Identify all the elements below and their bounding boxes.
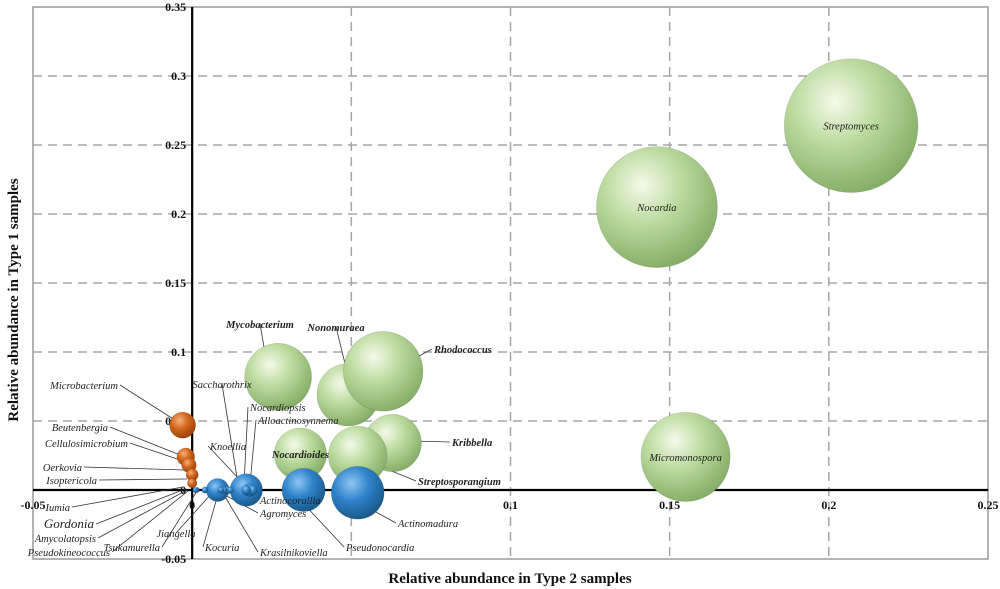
bubble-label: Nocardia (636, 203, 676, 214)
bubble-label: Saccharothrix (192, 380, 251, 391)
bubble-streptomyces (783, 58, 919, 193)
leader-line (111, 490, 189, 553)
leader-line (95, 488, 186, 525)
y-tick-label: 0.25 (165, 138, 186, 152)
bubble-label: Alloactinosynnema (257, 416, 338, 427)
bubbles (169, 58, 919, 520)
y-tick-label: 0.15 (165, 276, 186, 290)
bubble-label: Cellulosimicrobium (45, 439, 128, 450)
leader-line (207, 445, 241, 481)
bubble-micromonospora (640, 411, 731, 502)
bubble-label: Kocuria (204, 543, 239, 554)
y-tick-label: 0.3 (171, 69, 186, 83)
bubble-label: Nocardioides (271, 450, 329, 461)
bubble-microbacterium (169, 411, 197, 439)
label-leader-lines (71, 323, 451, 553)
y-tick-label: 0.35 (165, 0, 186, 14)
x-tick-label: 0.25 (978, 498, 999, 512)
leader-line (202, 493, 219, 548)
leader-line (249, 419, 257, 485)
bubble-label: Gordonia (44, 516, 95, 531)
bubble-label: Streptosporangium (418, 477, 501, 488)
leader-line (109, 426, 181, 456)
y-tick-label: 0.2 (171, 207, 186, 221)
bubble-label: Iumia (45, 503, 71, 514)
bubble-label: Rhodococcus (433, 345, 492, 356)
y-axis-title: Relative abundance in Type 1 samples (6, 178, 22, 421)
bubble-label: Nonomuraea (306, 323, 364, 334)
leader-line (71, 486, 184, 508)
bubble-label: Mycobacterium (225, 320, 294, 331)
leader-line (243, 406, 249, 485)
bubble-label: Micromonospora (648, 453, 722, 464)
x-tick-label: 0.15 (659, 498, 680, 512)
x-axis-title: Relative abundance in Type 2 samples (388, 571, 631, 587)
leader-line (175, 492, 213, 534)
leader-line (119, 384, 179, 423)
bubble-label: Tsukamurella (104, 543, 160, 554)
bubble-saccharothrix (241, 484, 252, 496)
bubble-label: Isoptericola (45, 476, 97, 487)
y-tick-label: -0.05 (161, 552, 186, 566)
bubble-label: Nocardiopsis (249, 403, 306, 414)
bubble-label: Jiangella (156, 529, 195, 540)
bubble-label: Oerkovia (43, 463, 82, 474)
leader-line (83, 466, 186, 471)
bubble-label: Microbacterium (49, 381, 118, 392)
bubble-label: Kribbella (451, 438, 492, 449)
bubble-isoptericola (186, 477, 198, 489)
bubble-mycobacterium (244, 343, 312, 411)
x-tick-label: 0 (189, 498, 195, 512)
leader-line (98, 478, 188, 481)
y-tick-label: 0.1 (171, 345, 186, 359)
leader-line (161, 490, 198, 548)
x-tick-label: -0.05 (21, 498, 46, 512)
bubble-label: Streptomyces (823, 122, 879, 133)
leader-line (223, 494, 259, 553)
bubble-label: Pseudokineococcus (27, 548, 110, 559)
bubble-actinomadura (330, 465, 385, 520)
bubble-label: Actinocorallia (259, 496, 321, 507)
x-tick-label: 0.2 (821, 498, 836, 512)
bubble-label: Knoellia (209, 442, 246, 453)
bubble-label: Amycolatopsis (34, 534, 96, 545)
leader-line (129, 442, 184, 462)
leader-line (221, 383, 239, 485)
bubble-label: Agromyces (259, 509, 306, 520)
bubble-krasilnikoviella (226, 486, 234, 494)
bubble-label: Beutenbergia (52, 423, 108, 434)
bubble-label: Krasilnikoviella (259, 548, 328, 559)
bubble-iumia (192, 487, 199, 493)
bubble-pseudonocardia (281, 467, 326, 513)
bubble-label: Pseudonocardia (345, 543, 414, 554)
bubble-rhodococcus (342, 331, 424, 412)
bubble-label: Actinomadura (397, 519, 458, 530)
leader-line (97, 489, 188, 539)
bubble-nocardia (596, 146, 718, 268)
bubble-kocuria (217, 486, 225, 494)
bubble-tsukamurella (201, 486, 209, 494)
x-tick-label: 0.1 (503, 498, 518, 512)
